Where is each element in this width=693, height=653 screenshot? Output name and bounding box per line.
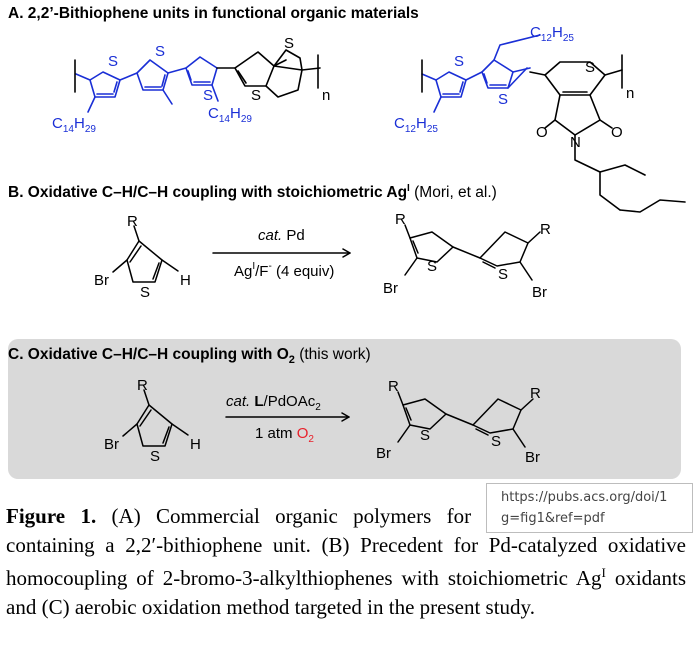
polymer-p3ht-like — [75, 59, 173, 113]
substituent-r: R — [395, 211, 406, 228]
atom-s: S — [491, 433, 501, 450]
figure-label: Figure 1. — [6, 504, 97, 528]
section-c-title-sub: 2 — [288, 354, 295, 367]
alkyl-label: C14H29 — [208, 105, 252, 125]
conditions-c-line1: cat. L/PdOAc2 — [226, 393, 321, 413]
url-tooltip[interactable]: https://pubs.acs.org/doi/1 g=fig1&ref=pd… — [486, 483, 693, 533]
substituent-br: Br — [104, 436, 119, 453]
section-c-title-text: C. Oxidative C–H/C–H coupling with O — [8, 346, 289, 363]
section-c-credit: (this work) — [299, 346, 371, 363]
section-a-title-text: A. 2,2’-Bithiophene units in functional … — [8, 5, 419, 22]
atom-s: S — [155, 43, 165, 60]
atom-n: N — [570, 134, 581, 151]
atom-s: S — [498, 91, 508, 108]
atom-o: O — [536, 124, 548, 141]
substituent-r: R — [127, 213, 138, 230]
scheme-c-structures — [122, 389, 534, 448]
atom-s: S — [454, 53, 464, 70]
alkyl-label: C12H25 — [530, 24, 574, 44]
atom-s: S — [498, 266, 508, 283]
caption-text-b: oxidants and (C) aerobic oxidation metho… — [6, 566, 686, 619]
atom-o: O — [611, 124, 623, 141]
substituent-r: R — [137, 377, 148, 394]
atom-s: S — [140, 284, 150, 301]
panel-c-background — [8, 339, 681, 479]
conditions-c-line2: 1 atm O2 — [255, 425, 314, 445]
conditions-b-line1: cat. Pd — [258, 227, 305, 244]
conditions-b-line2: AgI/F- (4 equiv) — [234, 261, 334, 280]
repeat-n: n — [322, 87, 330, 104]
atom-s: S — [284, 35, 294, 52]
section-b-credit: (Mori, et al.) — [414, 184, 497, 202]
substituent-r: R — [530, 385, 541, 402]
scheme-b-structures — [112, 224, 541, 283]
section-b-title: B. Oxidative C–H/C–H coupling with stoic… — [8, 183, 497, 202]
atom-s: S — [150, 448, 160, 465]
substituent-br: Br — [525, 449, 540, 466]
figure-caption: Figure 1. (A) Commercial organic polymer… — [6, 502, 686, 621]
caption-sup: I — [601, 565, 606, 580]
atom-s: S — [585, 59, 595, 76]
atom-h: H — [180, 272, 191, 289]
substituent-br: Br — [532, 284, 547, 301]
section-b-title-sup: I — [407, 183, 410, 194]
atom-s: S — [108, 53, 118, 70]
substituent-br: Br — [383, 280, 398, 297]
substituent-br: Br — [376, 445, 391, 462]
alkyl-label: C14H29 — [52, 115, 96, 135]
section-c-title: C. Oxidative C–H/C–H coupling with O2 (t… — [8, 346, 371, 366]
atom-s: S — [251, 87, 261, 104]
substituent-r: R — [540, 221, 551, 238]
substituent-r: R — [388, 378, 399, 395]
alkyl-label: C12H25 — [394, 115, 438, 135]
section-b-title-text: B. Oxidative C–H/C–H coupling with stoic… — [8, 184, 408, 202]
repeat-n: n — [626, 85, 634, 102]
atom-h: H — [190, 436, 201, 453]
substituent-br: Br — [94, 272, 109, 289]
atom-s: S — [203, 87, 213, 104]
atom-s: S — [427, 258, 437, 275]
section-a-title: A. 2,2’-Bithiophene units in functional … — [8, 5, 419, 23]
atom-s: S — [420, 427, 430, 444]
caption-text-a: (A) Commercial organic polymers for elec… — [6, 504, 687, 590]
